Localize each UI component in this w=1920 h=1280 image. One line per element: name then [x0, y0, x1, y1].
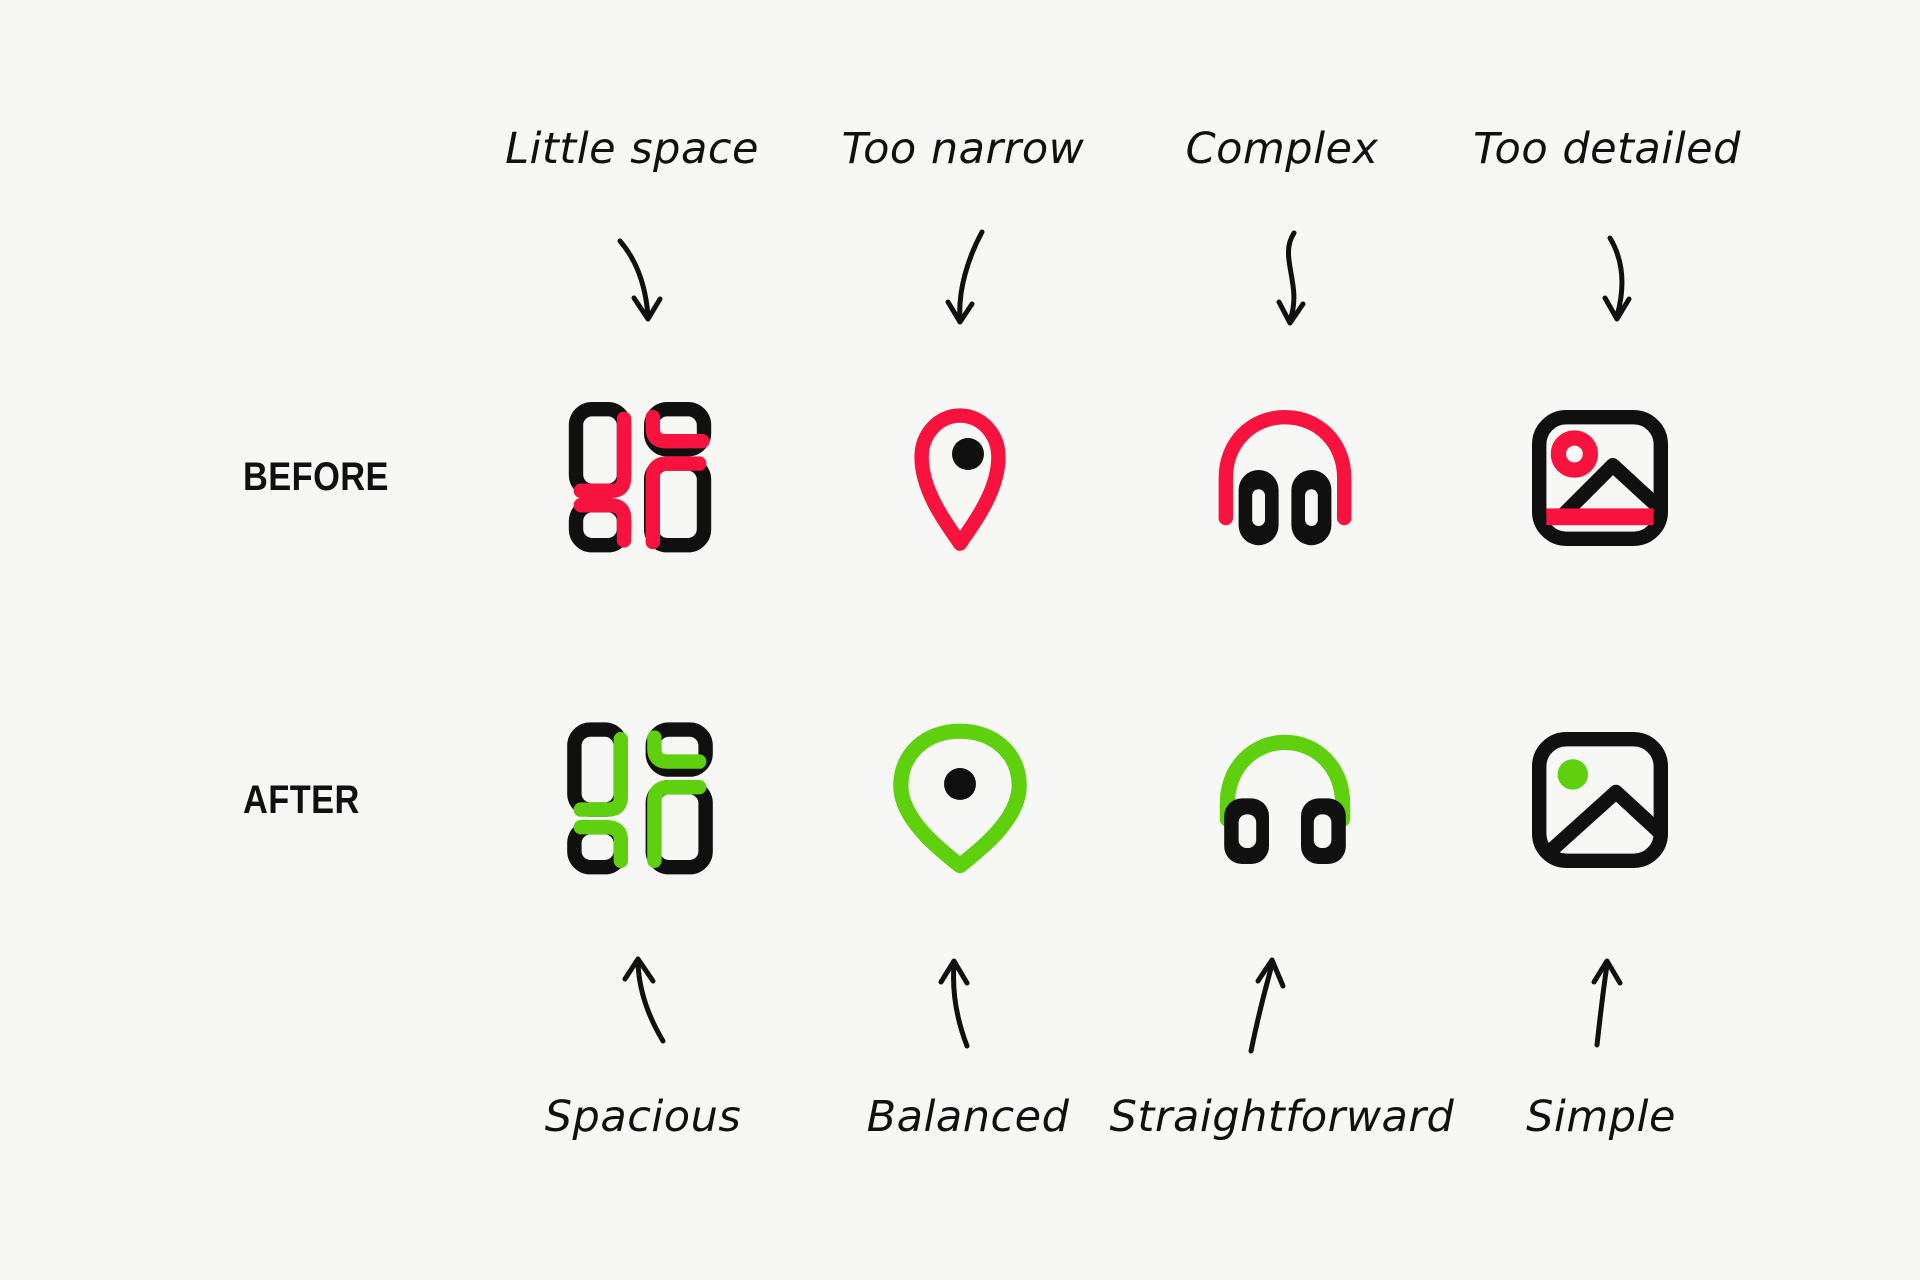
- location-pin-icon-after: [880, 720, 1040, 880]
- arrow-down-too-narrow: [945, 229, 985, 325]
- arrow-down-too-detailed: [1602, 235, 1632, 322]
- arrow-down-complex: [1276, 230, 1306, 326]
- annotation-too-detailed: Too detailed: [1473, 124, 1741, 174]
- annotation-too-narrow: Too narrow: [841, 124, 1085, 174]
- image-icon-before: [1520, 398, 1680, 558]
- image-icon-after: [1520, 720, 1680, 880]
- arrow-up-simple: [1591, 958, 1623, 1048]
- annotation-little-space: Little space: [505, 124, 759, 174]
- grid-layout-icon-before: [560, 398, 720, 558]
- location-pin-icon-before: [880, 398, 1040, 558]
- arrow-up-spacious: [622, 956, 666, 1044]
- annotation-simple: Simple: [1526, 1092, 1676, 1142]
- annotation-balanced: Balanced: [866, 1092, 1070, 1142]
- annotation-straightforward: Straightforward: [1109, 1092, 1455, 1142]
- headphones-icon-after: [1205, 720, 1365, 880]
- arrow-down-little-space: [617, 238, 663, 322]
- after-label: AFTER: [243, 778, 360, 822]
- annotation-spacious: Spacious: [544, 1092, 742, 1142]
- annotation-complex: Complex: [1185, 124, 1379, 174]
- arrow-up-balanced: [938, 958, 970, 1049]
- before-label: BEFORE: [243, 455, 389, 499]
- headphones-icon-before: [1205, 398, 1365, 558]
- grid-layout-icon-after: [560, 720, 720, 880]
- arrow-up-straightforward: [1248, 957, 1286, 1054]
